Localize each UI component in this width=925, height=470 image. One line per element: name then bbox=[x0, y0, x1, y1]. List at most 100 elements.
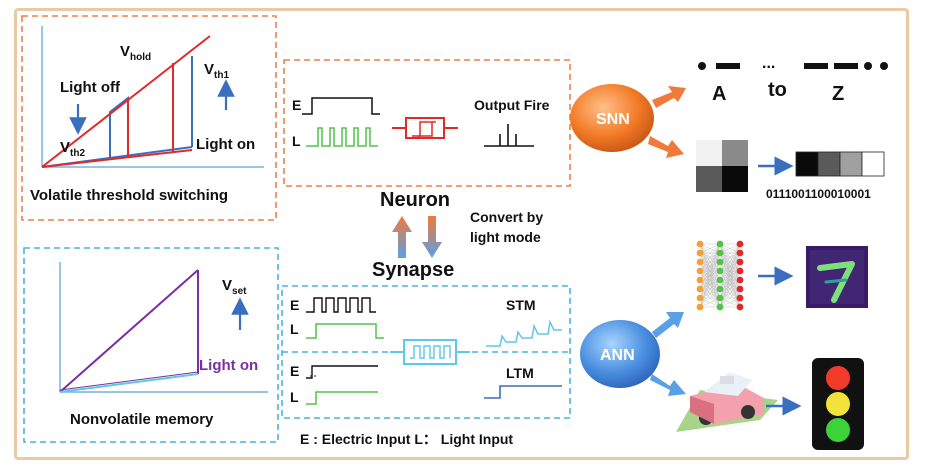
electric-pulse-icon bbox=[302, 97, 380, 115]
synapse-electric-pulses-icon bbox=[306, 297, 376, 313]
nn-connection bbox=[719, 279, 741, 308]
nn-node bbox=[736, 267, 744, 275]
synapse-e2-label: E bbox=[290, 363, 299, 379]
nonvolatile-purple-line bbox=[59, 269, 199, 393]
nn-connection bbox=[719, 243, 741, 281]
snn-ball bbox=[570, 84, 654, 152]
nonvolatile-cyan-line bbox=[59, 373, 199, 393]
nonvolatile-panel: Vset Light on Nonvolatile memory bbox=[23, 247, 279, 443]
traffic-light-yellow bbox=[826, 392, 850, 416]
synapse-e1-label: E bbox=[290, 297, 299, 313]
volatile-panel: Vhold Vth1 Vth2 Light off Light on Volat… bbox=[21, 15, 277, 221]
neuron-box: E L Output Fire bbox=[283, 59, 571, 187]
v-th2-label: Vth2 bbox=[60, 139, 85, 159]
nn-node bbox=[736, 276, 744, 284]
light-off-label: Light off bbox=[60, 79, 121, 96]
digit-seven-icon bbox=[817, 261, 855, 303]
nn-connection bbox=[699, 243, 721, 263]
volatile-caption: Volatile threshold switching bbox=[30, 187, 228, 204]
output-fire-label: Output Fire bbox=[474, 97, 550, 113]
nonvolatile-purple-baseline bbox=[59, 371, 199, 391]
pixel-cell bbox=[722, 166, 748, 192]
snn-arrow-down-icon bbox=[648, 136, 684, 158]
strip-cell bbox=[861, 151, 885, 177]
nn-node bbox=[696, 276, 704, 284]
hysteresis-symbol-icon-2 bbox=[418, 122, 433, 137]
nn-node bbox=[716, 285, 724, 293]
nn-connection bbox=[719, 243, 741, 290]
convert-line-1: Convert by bbox=[470, 209, 543, 225]
nn-connection bbox=[719, 243, 741, 263]
neural-network-icon bbox=[696, 240, 744, 311]
v-th1-label: Vth1 bbox=[204, 61, 229, 81]
car-sensor bbox=[720, 376, 734, 384]
neuron-title: Neuron bbox=[380, 189, 450, 211]
synapse-device-icon bbox=[403, 339, 457, 365]
flattened-pixel-strip bbox=[795, 151, 885, 177]
nn-node bbox=[736, 258, 744, 266]
ann-arrow-up-icon bbox=[652, 312, 684, 338]
nn-connection bbox=[719, 243, 741, 272]
nn-connection bbox=[699, 243, 721, 281]
nn-node bbox=[696, 285, 704, 293]
snn-section: SNN ... A to Z 0111001100010001 bbox=[570, 55, 888, 201]
morse-dash-icon bbox=[716, 63, 740, 69]
nn-node bbox=[696, 267, 704, 275]
down-convert-arrow-icon bbox=[422, 216, 442, 258]
morse-dash-icon bbox=[804, 63, 828, 69]
ann-ball bbox=[580, 320, 660, 388]
stm-label: STM bbox=[506, 297, 536, 313]
pixel-cell bbox=[722, 140, 748, 166]
pixel-cell bbox=[696, 166, 722, 192]
nn-node bbox=[696, 249, 704, 257]
synapse-light-pulse-icon bbox=[306, 323, 384, 339]
nn-connection bbox=[719, 288, 741, 308]
neuron-l-label: L bbox=[292, 133, 301, 149]
output-spikes-icon bbox=[484, 124, 534, 147]
nn-node bbox=[736, 240, 744, 248]
neuron-e-label: E bbox=[292, 97, 301, 113]
light-on-label: Light on bbox=[196, 136, 255, 153]
snn-arrow-up-icon bbox=[652, 86, 686, 108]
traffic-light-green bbox=[826, 418, 850, 442]
nn-connection bbox=[699, 297, 721, 308]
car-side bbox=[690, 396, 714, 424]
nn-node bbox=[696, 303, 704, 311]
nn-node bbox=[716, 294, 724, 302]
neuron-box-border bbox=[283, 59, 571, 187]
nonvolatile-caption: Nonvolatile memory bbox=[70, 411, 214, 428]
digit-seven-bar bbox=[824, 278, 848, 284]
nn-connection bbox=[699, 243, 721, 290]
nn-connection bbox=[699, 279, 721, 308]
morse-dot-icon bbox=[864, 62, 872, 70]
synapse-box: E L STM E L LTM bbox=[281, 285, 571, 419]
morse-dot-icon bbox=[880, 62, 888, 70]
nn-node bbox=[716, 240, 724, 248]
morse-dot-icon bbox=[698, 62, 706, 70]
nn-connection bbox=[699, 243, 721, 308]
pixel-cell bbox=[696, 140, 722, 166]
strip-cell bbox=[795, 151, 819, 177]
nonvolatile-panel-border bbox=[23, 247, 279, 443]
snn-label: SNN bbox=[596, 111, 630, 128]
nn-connection bbox=[699, 261, 721, 308]
nn-node bbox=[716, 276, 724, 284]
nn-connection bbox=[719, 270, 741, 308]
nn-connection bbox=[719, 243, 741, 254]
synapse-title: Synapse bbox=[372, 259, 454, 281]
nn-connection bbox=[719, 243, 741, 308]
nn-node bbox=[696, 258, 704, 266]
v-set-label: Vset bbox=[222, 277, 247, 297]
strip-cell bbox=[839, 151, 863, 177]
nn-node bbox=[716, 303, 724, 311]
v-hold-label: Vhold bbox=[120, 43, 151, 63]
synapse-l2-label: L bbox=[290, 389, 299, 405]
legend-text: E : Electric Input L： Light Input bbox=[300, 431, 513, 447]
nn-node bbox=[736, 249, 744, 257]
nn-node bbox=[736, 285, 744, 293]
threshold-device-icon bbox=[405, 117, 445, 139]
nn-node bbox=[716, 249, 724, 257]
nn-connection bbox=[699, 243, 721, 254]
